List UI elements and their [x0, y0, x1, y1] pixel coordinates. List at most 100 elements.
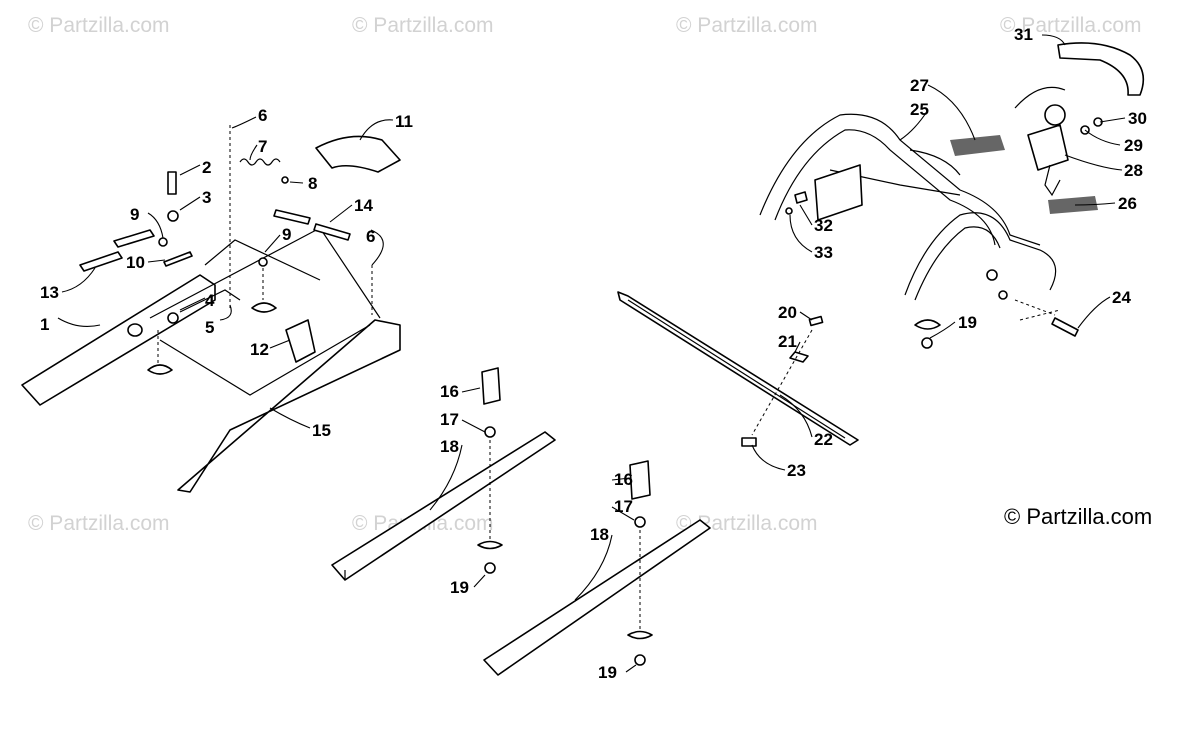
flap [617, 291, 859, 446]
callout-30: 30 [1128, 109, 1147, 128]
bracket [285, 319, 316, 363]
pad [273, 209, 311, 225]
washer [167, 210, 179, 222]
screw [785, 207, 793, 215]
bumper-tube [759, 113, 1041, 246]
flap-group [617, 291, 859, 447]
plate [477, 540, 503, 550]
assembly-line [1014, 299, 1061, 321]
callout-29: 29 [1124, 136, 1143, 155]
callout-19: 19 [450, 578, 469, 597]
nut [167, 312, 179, 324]
callout-16: 16 [440, 382, 459, 401]
callout-17: 17 [440, 410, 459, 429]
callout-25: 25 [910, 100, 929, 119]
callout-32: 32 [814, 216, 833, 235]
nut [158, 237, 168, 247]
callout-28: 28 [1124, 161, 1143, 180]
callout-5: 5 [205, 318, 214, 337]
callout-6: 6 [258, 106, 267, 125]
watermark: © Partzilla.com [352, 14, 494, 37]
frame-front-bar [159, 324, 371, 396]
frame-tube-end [127, 323, 143, 337]
watermark: © Partzilla.com [28, 14, 170, 37]
nut [986, 269, 998, 281]
bolt [167, 171, 177, 195]
callout-10: 10 [126, 253, 145, 272]
decal [1048, 196, 1098, 214]
nut [484, 562, 496, 574]
callout-18: 18 [440, 437, 459, 456]
callout-8: 8 [308, 174, 317, 193]
bumper-tube [909, 149, 961, 176]
flap-edge [627, 299, 846, 439]
callout-numbers: 1 2 3 4 5 6 6 7 8 9 9 10 11 12 13 14 15 … [40, 25, 1147, 682]
cover [315, 135, 401, 173]
watermark: © Partzilla.com [676, 512, 818, 535]
callout-23: 23 [787, 461, 806, 480]
nut [741, 437, 757, 447]
frame-mid-bar [179, 289, 241, 313]
leader-lines [57, 34, 1126, 673]
callout-4: 4 [205, 291, 215, 310]
spring [239, 158, 281, 166]
bumper-tube [914, 226, 1001, 301]
screw [484, 426, 496, 438]
handle [1057, 42, 1145, 96]
clip [794, 191, 808, 204]
right-rail [177, 319, 401, 493]
nut [634, 654, 646, 666]
plate [627, 630, 653, 640]
callout-13: 13 [40, 283, 59, 302]
plate [914, 319, 941, 330]
callout-31: 31 [1014, 25, 1033, 44]
bumper-tube [904, 212, 1057, 296]
frame-side-bar [204, 239, 321, 281]
cable [1014, 86, 1066, 109]
copyright-notice: © Partzilla.com [1004, 504, 1153, 529]
callout-27: 27 [910, 76, 929, 95]
pad [313, 223, 351, 241]
plate [147, 364, 173, 375]
screw [808, 315, 824, 327]
callout-1: 1 [40, 315, 49, 334]
hitch [1027, 124, 1069, 171]
strip [163, 251, 193, 267]
callout-26: 26 [1118, 194, 1137, 213]
decal [950, 135, 1005, 156]
nut [281, 176, 289, 184]
callout-16b: 16 [614, 470, 633, 489]
callout-24: 24 [1112, 288, 1131, 307]
callout-9b: 9 [282, 225, 291, 244]
callout-2: 2 [202, 158, 211, 177]
watermarks: © Partzilla.com © Partzilla.com © Partzi… [28, 14, 1142, 535]
assembly-line [751, 329, 813, 436]
callout-33: 33 [814, 243, 833, 262]
callout-21: 21 [778, 332, 797, 351]
seat-frame-group [21, 125, 401, 493]
callout-15: 15 [312, 421, 331, 440]
callout-14: 14 [354, 196, 373, 215]
screw [634, 516, 646, 528]
callout-9: 9 [130, 205, 139, 224]
plate [251, 302, 277, 313]
hitch-ring [1044, 104, 1066, 126]
bolt [1051, 317, 1079, 337]
left-rail [21, 274, 216, 406]
runner-group-1 [331, 367, 556, 581]
callout-6b: 6 [366, 227, 375, 246]
callout-19c: 19 [958, 313, 977, 332]
callout-17b: 17 [614, 497, 633, 516]
spacer-block [629, 460, 651, 500]
callout-19b: 19 [598, 663, 617, 682]
callout-20: 20 [778, 303, 797, 322]
runner [331, 431, 556, 581]
callout-22: 22 [814, 430, 833, 449]
watermark: © Partzilla.com [28, 512, 170, 535]
chain [1044, 164, 1061, 197]
watermark: © Partzilla.com [1000, 14, 1142, 37]
callout-12: 12 [250, 340, 269, 359]
runner [483, 519, 711, 676]
callout-11: 11 [395, 112, 413, 131]
